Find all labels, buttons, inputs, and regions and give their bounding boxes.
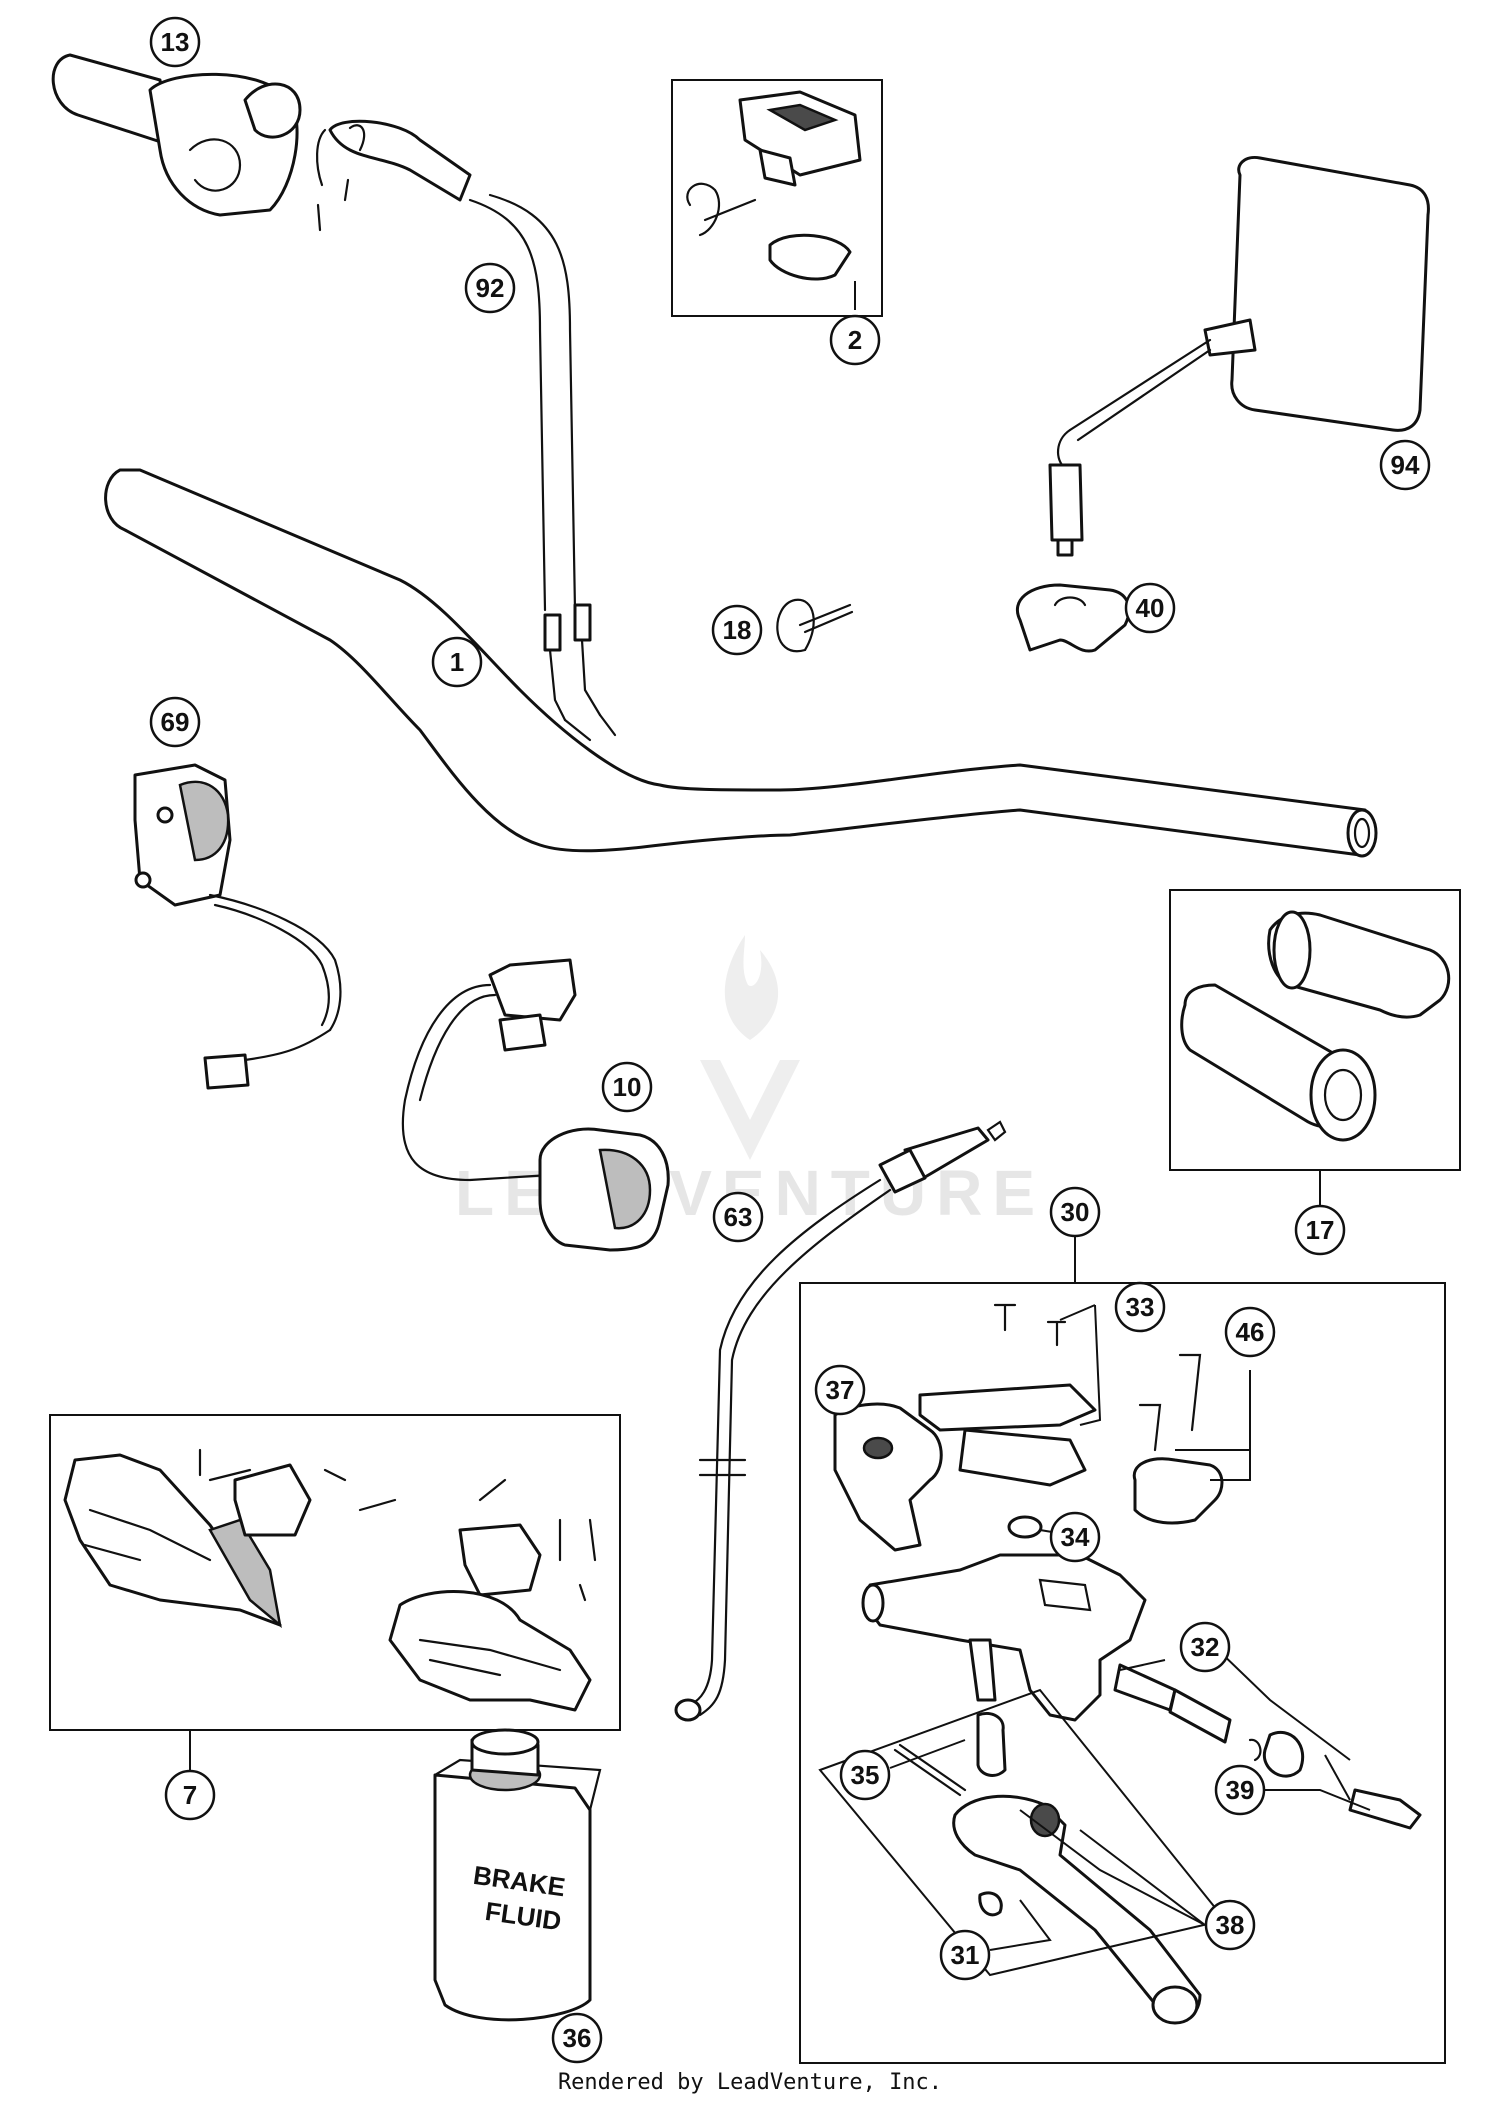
callout-7[interactable]: 7 <box>164 1769 216 1821</box>
master-cylinder-part <box>833 1303 1422 2025</box>
handlebar-part <box>104 468 1378 858</box>
svg-text:31: 31 <box>951 1940 980 1970</box>
svg-text:2: 2 <box>848 325 862 355</box>
callout-35[interactable]: 35 <box>839 1749 891 1801</box>
mirror-part <box>1048 155 1430 557</box>
callout-92[interactable]: 92 <box>464 262 516 314</box>
svg-text:7: 7 <box>183 1780 197 1810</box>
callout-69[interactable]: 69 <box>149 696 201 748</box>
callout-17[interactable]: 17 <box>1294 1204 1346 1256</box>
svg-text:63: 63 <box>724 1202 753 1232</box>
svg-text:92: 92 <box>476 273 505 303</box>
callout-2[interactable]: 2 <box>829 314 881 366</box>
callout-34[interactable]: 34 <box>1049 1511 1101 1563</box>
svg-text:30: 30 <box>1061 1197 1090 1227</box>
svg-text:18: 18 <box>723 615 752 645</box>
callout-33[interactable]: 33 <box>1114 1281 1166 1333</box>
svg-text:46: 46 <box>1236 1317 1265 1347</box>
callout-32[interactable]: 32 <box>1179 1621 1231 1673</box>
grips-part <box>1180 910 1451 1142</box>
callout-37[interactable]: 37 <box>814 1364 866 1416</box>
switch-kit-frame <box>671 79 883 317</box>
master-cylinder-frame <box>799 1282 1446 2064</box>
render-credit: Rendered by LeadVenture, Inc. <box>557 2070 943 2095</box>
callout-38[interactable]: 38 <box>1204 1899 1256 1951</box>
svg-text:35: 35 <box>851 1760 880 1790</box>
callout-13[interactable]: 13 <box>149 16 201 68</box>
callout-46[interactable]: 46 <box>1224 1306 1276 1358</box>
svg-text:39: 39 <box>1226 1775 1255 1805</box>
callout-30[interactable]: 30 <box>1049 1186 1101 1238</box>
handguard-kit-part <box>63 1448 597 1712</box>
grips-frame <box>1169 889 1461 1171</box>
start-switch-part <box>401 958 670 1252</box>
callout-36[interactable]: 36 <box>551 2012 603 2064</box>
svg-text:17: 17 <box>1306 1215 1335 1245</box>
svg-text:36: 36 <box>563 2023 592 2053</box>
sensor-cable-part <box>674 1120 1007 1722</box>
mirror-clamp-part <box>1016 583 1131 653</box>
callout-1[interactable]: 1 <box>431 636 483 688</box>
svg-text:34: 34 <box>1061 1522 1090 1552</box>
callout-63[interactable]: 63 <box>712 1191 764 1243</box>
svg-text:38: 38 <box>1216 1910 1245 1940</box>
callout-40[interactable]: 40 <box>1124 582 1176 634</box>
svg-text:37: 37 <box>826 1375 855 1405</box>
brake-fluid-part: BRAKE FLUID <box>433 1728 602 2022</box>
callout-39[interactable]: 39 <box>1214 1764 1266 1816</box>
svg-text:33: 33 <box>1126 1292 1155 1322</box>
left-switch-part <box>133 763 342 1090</box>
svg-text:94: 94 <box>1391 450 1420 480</box>
callout-10[interactable]: 10 <box>601 1061 653 1113</box>
throttle-cable-part <box>316 119 617 742</box>
cable-tie-part <box>776 598 854 653</box>
svg-text:1: 1 <box>450 647 464 677</box>
callout-18[interactable]: 18 <box>711 604 763 656</box>
svg-text:40: 40 <box>1136 593 1165 623</box>
throttle-grip-part <box>51 53 350 232</box>
svg-text:69: 69 <box>161 707 190 737</box>
switch-kit-part <box>686 90 862 281</box>
callout-31[interactable]: 31 <box>939 1929 991 1981</box>
handguard-kit-frame <box>49 1414 621 1731</box>
callout-94[interactable]: 94 <box>1379 439 1431 491</box>
svg-text:10: 10 <box>613 1072 642 1102</box>
svg-text:32: 32 <box>1191 1632 1220 1662</box>
svg-text:13: 13 <box>161 27 190 57</box>
